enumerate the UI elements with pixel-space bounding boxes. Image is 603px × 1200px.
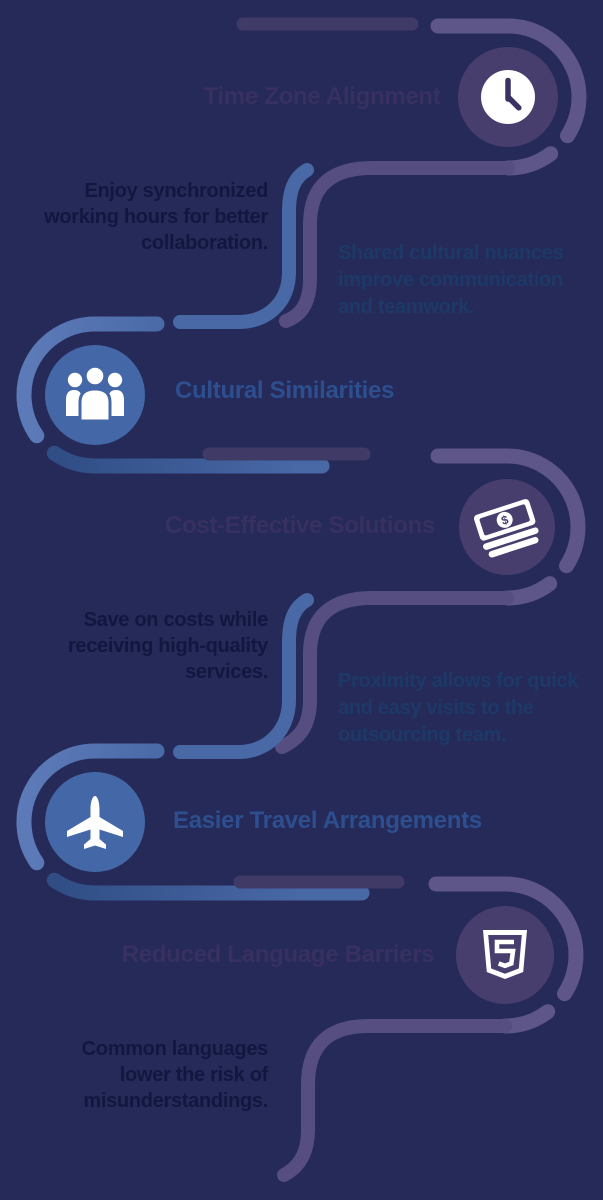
node-ring-arc [16,316,165,444]
desc-line: and easy visits to the [338,697,534,719]
desc-line: lower the risk of [119,1064,269,1086]
desc-line: collaboration. [141,232,268,254]
node-ring-arc [430,18,587,144]
node-ring-arc [16,743,165,871]
desc-line: working hours for better [44,206,268,228]
section-title-reduced-language-barriers: Reduced Language Barriers [121,941,435,968]
desc-line: improve communication [338,269,563,291]
desc-line: receiving high-quality [67,635,268,657]
section-4-path [16,593,370,901]
desc-line: outsourcing team. [338,724,507,746]
html5-shield-icon [483,930,527,979]
section-desc-cost-effective-solutions: Save on costs while receiving high-quali… [28,607,268,685]
section-2-path [16,163,330,474]
section-3-path: $ [202,447,586,754]
section-desc-cultural-similarities: Shared cultural nuances improve communic… [338,240,598,321]
desc-line: misunderstandings. [83,1090,268,1112]
section-5-path [233,875,584,1182]
section-desc-easier-travel-arrangements: Proximity allows for quick and easy visi… [338,668,598,749]
node-ring-arc [428,876,584,1002]
desc-line: Shared cultural nuances [338,242,564,264]
section-title-easier-travel-arrangements: Easier Travel Arrangements [173,807,482,834]
section-title-cost-effective-solutions: Cost-Effective Solutions [164,512,436,539]
node-ring-arc [46,872,370,901]
section-title-time-zone-alignment: Time Zone Alignment [203,83,441,110]
node-ring-arc [46,445,330,474]
desc-line: and teamwork. [338,296,475,318]
dollar-glyph: $ [499,512,510,527]
people-icon [66,364,124,423]
connector-curve [173,593,314,759]
clock-icon [481,70,535,124]
section-title-cultural-similarities: Cultural Similarities [175,377,395,404]
desc-line: Proximity allows for quick [338,670,579,692]
plane-icon [67,796,123,849]
money-icon: $ [473,499,539,558]
desc-line: Save on costs while [83,609,269,631]
connector-curve [279,161,515,328]
connector-curve [173,163,314,329]
section-desc-reduced-language-barriers: Common languages lower the risk of misun… [28,1036,269,1114]
desc-line: Common languages [81,1038,269,1060]
section-1-path [236,17,587,328]
connector-curve [277,1019,512,1182]
node-ring-arc [430,448,586,574]
desc-line: Enjoy synchronized [84,180,268,202]
section-desc-time-zone-alignment: Enjoy synchronized working hours for bet… [28,178,268,256]
desc-line: services. [185,661,268,683]
connector-curve [275,591,514,754]
